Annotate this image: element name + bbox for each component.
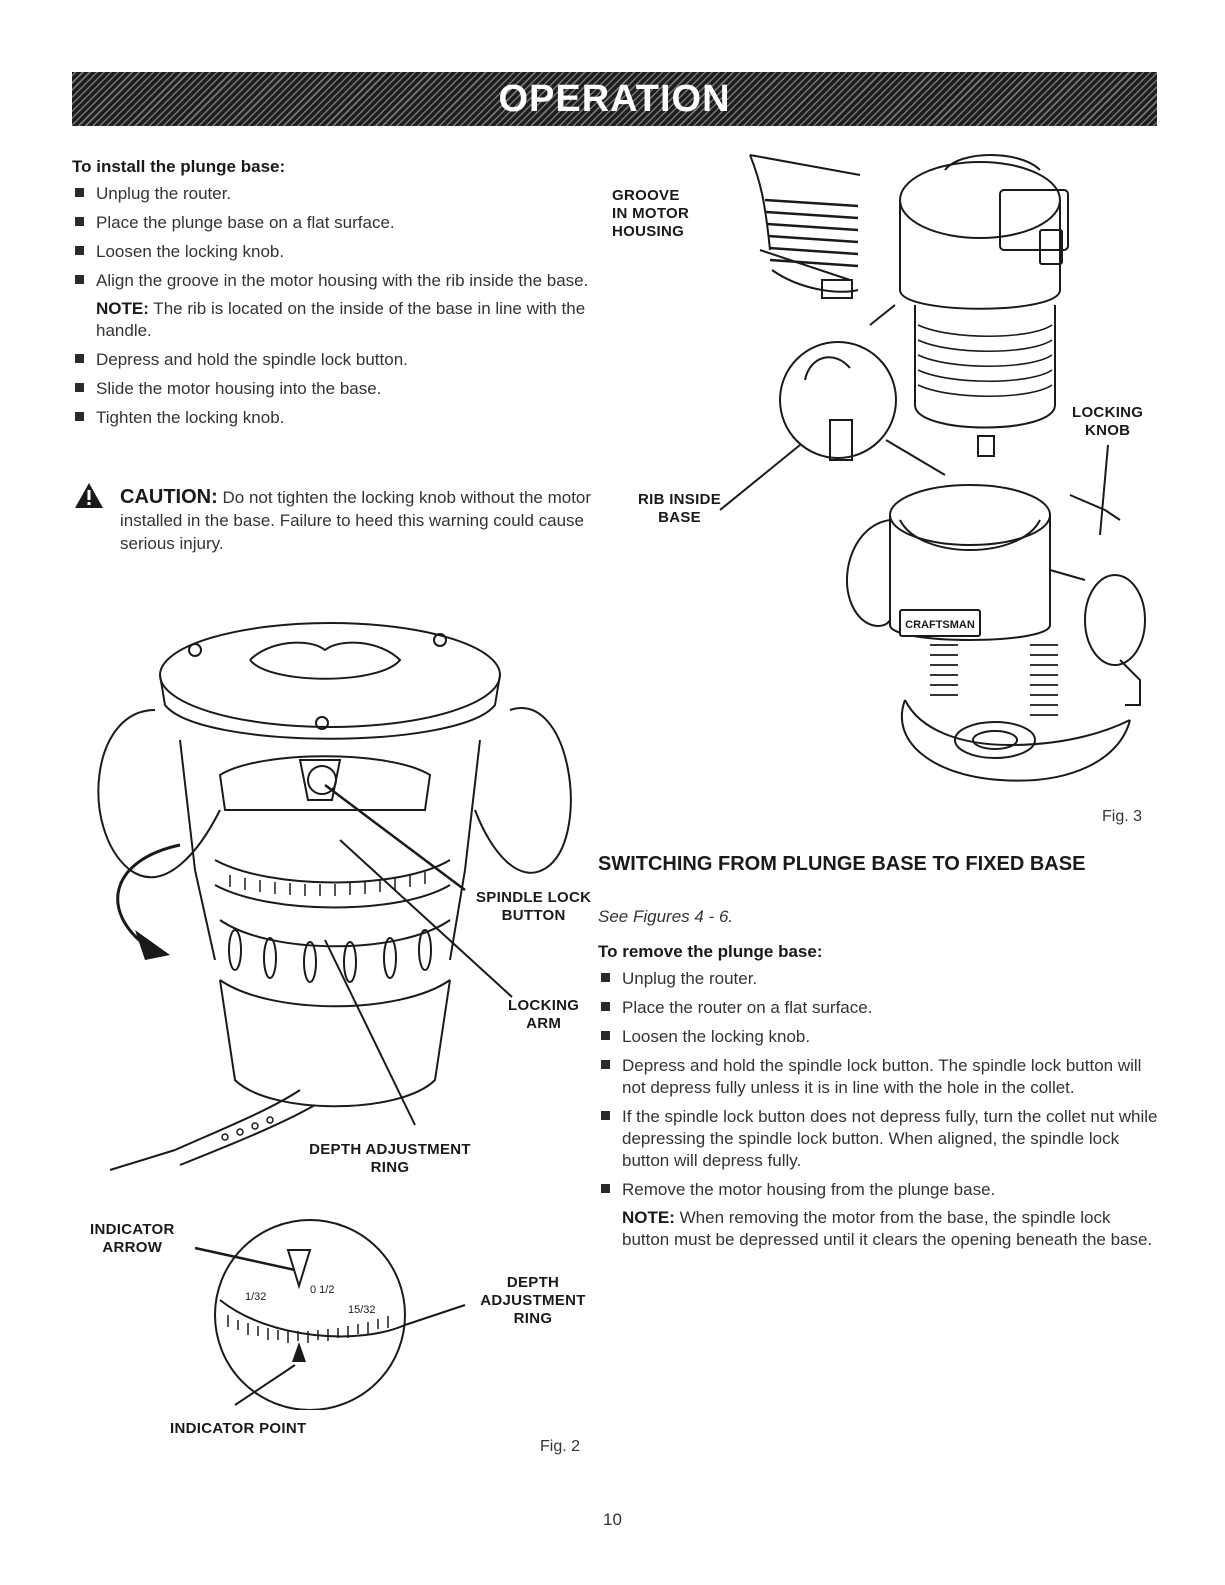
bullet-icon [75, 188, 84, 197]
remove-steps: Unplug the router. Place the router on a… [598, 968, 1160, 1251]
banner-title: OPERATION [498, 77, 731, 120]
caution-block: CAUTION: Do not tighten the locking knob… [72, 483, 602, 555]
list-item: Depress and hold the spindle lock button… [598, 1055, 1160, 1099]
list-item: Place the router on a flat surface. [598, 997, 1160, 1019]
remove-heading: To remove the plunge base: [598, 942, 823, 961]
fig3-caption: Fig. 3 [1102, 808, 1143, 825]
label-depth-adjustment-ring-closeup: DEPTH ADJUSTMENT RING [480, 1274, 586, 1327]
switching-title: SWITCHING FROM PLUNGE BASE TO FIXED BASE [598, 853, 1086, 875]
label-locking-arm: LOCKING ARM [508, 997, 580, 1032]
scale-mark-right: 15/32 [348, 1304, 376, 1316]
label-spindle-lock-button: SPINDLE LOCK BUTTON [476, 889, 592, 924]
label-indicator-arrow: INDICATOR ARROW [90, 1221, 175, 1256]
page-number: 10 [603, 1510, 622, 1529]
bullet-icon [75, 217, 84, 226]
list-item: Align the groove in the motor housing wi… [72, 270, 592, 342]
install-steps: Unplug the router. Place the plunge base… [72, 183, 592, 429]
bullet-icon [601, 973, 610, 982]
bullet-icon [75, 275, 84, 284]
scale-mark-left: 1/32 [245, 1291, 266, 1303]
fig3-badge: CRAFTSMAN [905, 619, 975, 631]
fig2-illustration: 1/32 0 1/2 15/32 [97, 622, 572, 1410]
list-item: Depress and hold the spindle lock button… [72, 349, 592, 371]
remove-section: To remove the plunge base: Unplug the ro… [598, 942, 1160, 1258]
scale-mark-mid: 0 1/2 [310, 1284, 334, 1296]
list-item: Loosen the locking knob. [72, 241, 592, 263]
label-depth-adjustment-ring: DEPTH ADJUSTMENT RING [309, 1141, 471, 1176]
list-item: Slide the motor housing into the base. [72, 378, 592, 400]
bullet-icon [75, 383, 84, 392]
list-item: Loosen the locking knob. [598, 1026, 1160, 1048]
list-item: Unplug the router. [598, 968, 1160, 990]
label-rib-inside-base: RIB INSIDE BASE [638, 491, 722, 526]
remove-note: NOTE: When removing the motor from the b… [622, 1208, 1153, 1249]
fig3-illustration: CRAFTSMAN [719, 154, 1146, 782]
install-section: To install the plunge base: Unplug the r… [72, 157, 592, 436]
bullet-icon [75, 246, 84, 255]
bullet-icon [75, 412, 84, 421]
fig2-caption: Fig. 2 [540, 1438, 581, 1455]
label-groove: GROOVE IN MOTOR HOUSING [612, 187, 690, 240]
label-indicator-point: INDICATOR POINT [170, 1420, 307, 1437]
warning-triangle-icon [75, 483, 103, 508]
bullet-icon [601, 1031, 610, 1040]
list-item: Place the plunge base on a flat surface. [72, 212, 592, 234]
bullet-icon [601, 1184, 610, 1193]
bullet-icon [601, 1060, 610, 1069]
bullet-icon [601, 1111, 610, 1120]
section-banner: OPERATION [72, 72, 1157, 126]
bullet-icon [75, 354, 84, 363]
install-heading: To install the plunge base: [72, 157, 286, 176]
caution-text: CAUTION: Do not tighten the locking knob… [120, 486, 592, 553]
list-item: Remove the motor housing from the plunge… [598, 1179, 1160, 1251]
bullet-icon [601, 1002, 610, 1011]
list-item: Tighten the locking knob. [72, 407, 592, 429]
label-locking-knob: LOCKING KNOB [1072, 404, 1144, 439]
install-note: NOTE: The rib is located on the inside o… [96, 299, 586, 340]
list-item: Unplug the router. [72, 183, 592, 205]
list-item: If the spindle lock button does not depr… [598, 1106, 1160, 1172]
see-figures: See Figures 4 - 6. [598, 907, 734, 926]
